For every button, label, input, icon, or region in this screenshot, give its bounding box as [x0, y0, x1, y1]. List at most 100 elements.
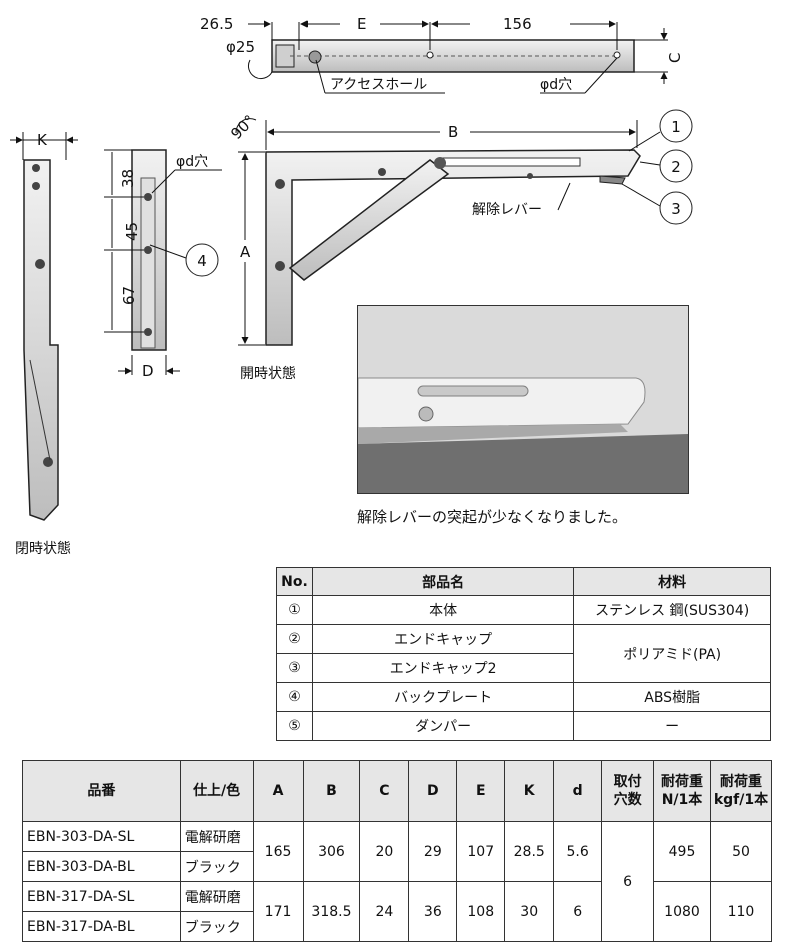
spec-header-row: 品番 仕上/色 A B C D E K d 取付 穴数 耐荷重 N/1本 耐荷重…	[22, 760, 773, 822]
spec-header-K: K	[504, 760, 555, 822]
spec-load-kgf: 50	[709, 821, 773, 882]
table-row: ③ エンドキャップ2	[276, 653, 771, 683]
access-hole-mark	[308, 50, 322, 64]
spec-header-d: d	[553, 760, 603, 822]
spec-header-load-n: 耐荷重 N/1本	[653, 760, 711, 822]
table-row: EBN-303-DA-SL 電解研磨 165 306 20 29 107 28.…	[22, 821, 773, 942]
dim-45: 45	[123, 222, 141, 241]
callout-4	[185, 243, 219, 277]
callout-4-text: 4	[197, 252, 207, 270]
dim-67: 67	[120, 286, 138, 305]
dim-156: 156	[503, 15, 532, 33]
part-material: ー	[573, 711, 771, 741]
spec-A: 165	[252, 821, 304, 882]
spec-part-number: EBN-303-DA-SL	[22, 821, 181, 852]
spec-part-number: EBN-317-DA-SL	[22, 881, 181, 912]
spec-load-n: 1080	[653, 881, 711, 942]
technical-drawings: 26.5 E 156 C φ25 アクセスホール φd穴 K	[10, 15, 693, 521]
dim-D: D	[142, 362, 154, 380]
spec-d: 5.6	[553, 821, 603, 882]
spec-finish: ブラック	[179, 851, 254, 882]
release-lever-label: 解除レバー	[472, 202, 542, 218]
d-hole-label-top: φd穴	[540, 77, 572, 93]
spec-header-B: B	[302, 760, 361, 822]
spec-D: 29	[408, 821, 458, 882]
spec-holes: 6	[601, 821, 655, 942]
table-row: ② エンドキャップ ポリアミド(PA)	[276, 624, 771, 683]
callout-2-text: 2	[671, 158, 681, 176]
callout-1-text: 1	[671, 118, 681, 136]
part-no: ①	[276, 595, 313, 625]
parts-header-row: No. 部品名 材料	[276, 567, 771, 596]
table-row: ④ バックプレート ABS樹脂	[276, 682, 771, 712]
part-name: エンドキャップ	[311, 624, 575, 654]
parts-table: No. 部品名 材料 ① 本体 ステンレス 鋼(SUS304) ② エンドキャッ…	[276, 567, 771, 741]
table-row: ⑤ ダンパー ー	[276, 711, 771, 741]
callout-1	[659, 109, 693, 143]
spec-A: 171	[252, 881, 304, 942]
spec-d: 6	[553, 881, 603, 942]
part-name: バックプレート	[311, 682, 575, 712]
part-no: ⑤	[276, 711, 313, 741]
d-hole-label-side: φd穴	[176, 154, 208, 170]
dim-E-top: E	[357, 15, 366, 33]
spec-part-number: EBN-303-DA-BL	[22, 851, 181, 882]
table-row: EBN-303-DA-BL ブラック	[22, 851, 772, 882]
open-state-label: 開時状態	[240, 366, 296, 382]
table-row: ① 本体 ステンレス 鋼(SUS304)	[276, 595, 771, 625]
angle-90: 90°	[227, 111, 259, 143]
open-bracket-body	[265, 149, 641, 346]
callout-2	[659, 149, 693, 183]
spec-header-E: E	[456, 760, 506, 822]
spec-header-part: 品番	[22, 760, 181, 822]
spec-finish: ブラック	[179, 911, 254, 942]
spec-header-A: A	[252, 760, 304, 822]
parts-header-name: 部品名	[311, 567, 575, 596]
spec-E: 107	[456, 821, 506, 882]
spec-C: 20	[359, 821, 410, 882]
top-view: 26.5 E 156 C φ25 アクセスホール φd穴	[200, 15, 684, 94]
closed-side-view: K	[10, 131, 78, 521]
spec-header-finish: 仕上/色	[179, 760, 254, 822]
table-row: EBN-317-DA-BL ブラック	[22, 911, 772, 942]
closed-bracket-body	[23, 159, 59, 521]
spec-load-kgf: 110	[709, 881, 773, 942]
dim-38: 38	[119, 169, 137, 188]
dim-phi25: φ25	[226, 38, 255, 56]
spec-part-number: EBN-317-DA-BL	[22, 911, 181, 942]
detail-photo	[357, 305, 689, 494]
dim-K: K	[37, 131, 48, 149]
spec-D: 36	[408, 881, 458, 942]
spec-finish: 電解研磨	[179, 821, 254, 852]
spec-B: 318.5	[302, 881, 361, 942]
callout-3-text: 3	[671, 200, 681, 218]
spec-header-C: C	[359, 760, 410, 822]
spec-load-n: 495	[653, 821, 711, 882]
back-plate-view: 38 45 67 D φd穴 4	[104, 149, 222, 380]
spec-B: 306	[302, 821, 361, 882]
table-row: EBN-317-DA-SL 電解研磨 171 318.5 24 36 108 3…	[22, 881, 773, 942]
spec-C: 24	[359, 881, 410, 942]
parts-header-no: No.	[276, 567, 313, 596]
part-name: ダンパー	[311, 711, 575, 741]
dim-A: A	[240, 243, 251, 261]
part-no: ②	[276, 624, 313, 654]
access-hole-label: アクセスホール	[330, 77, 427, 93]
spec-finish: 電解研磨	[179, 881, 254, 912]
parts-header-material: 材料	[573, 567, 771, 596]
part-material: ポリアミド(PA)	[573, 624, 771, 683]
closed-state-label: 閉時状態	[15, 541, 71, 557]
dim-B: B	[448, 123, 458, 141]
part-no: ③	[276, 653, 313, 683]
detail-photo-art	[358, 306, 688, 493]
photo-caption: 解除レバーの突起が少なくなりました。	[357, 508, 628, 526]
part-no: ④	[276, 682, 313, 712]
spec-header-load-kgf: 耐荷重 kgf/1本	[709, 760, 773, 822]
part-name: 本体	[311, 595, 575, 625]
spec-header-D: D	[408, 760, 458, 822]
spec-header-holes: 取付 穴数	[601, 760, 655, 822]
spec-E: 108	[456, 881, 506, 942]
part-name: エンドキャップ2	[311, 653, 575, 683]
open-side-view: 90° B A 1 2 3 解除レバー 開時状態	[227, 109, 693, 382]
dim-C: C	[666, 53, 684, 63]
